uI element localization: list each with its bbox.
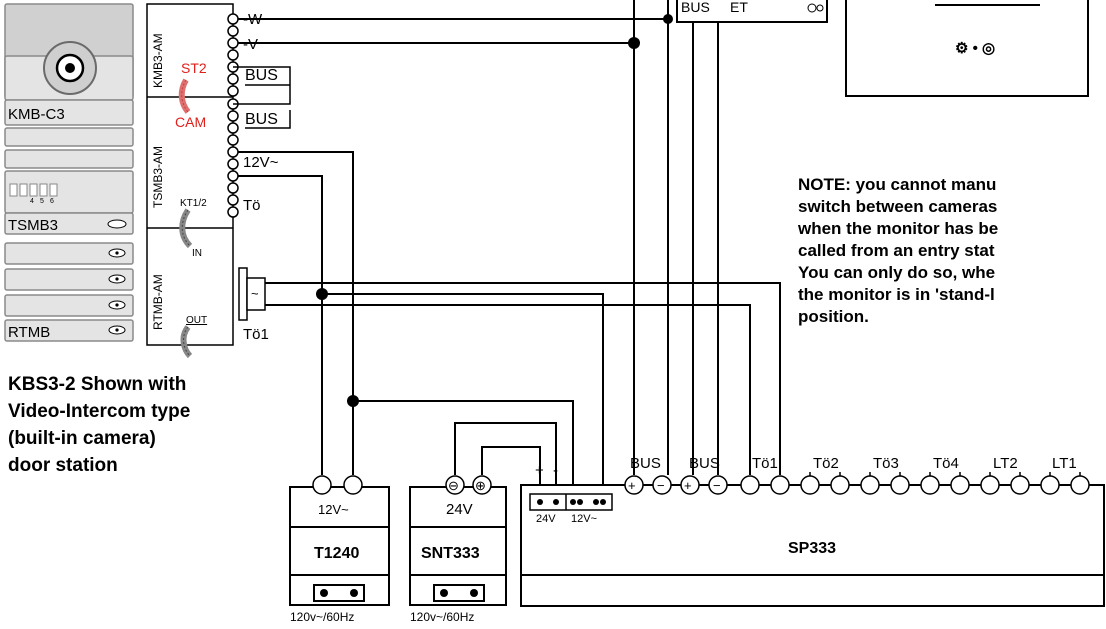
wires bbox=[238, 0, 781, 502]
relay-contact-icon bbox=[238, 267, 266, 321]
svg-text:−: − bbox=[657, 478, 665, 493]
kmb-module-label: KMB3-AM bbox=[151, 33, 165, 88]
caption-line-1: KBS3-2 Shown with bbox=[8, 374, 186, 395]
bell-button-icons bbox=[108, 248, 126, 335]
sp333-terminal-to2: Tö2 bbox=[813, 455, 839, 472]
rtmb-module-label: RTMB bbox=[8, 324, 50, 341]
caption-line-4: door station bbox=[8, 455, 118, 476]
sp333-12v-label: 12V~ bbox=[571, 513, 597, 525]
strip-terminals bbox=[227, 13, 239, 218]
sp333-terminal-to1: Tö1 bbox=[752, 455, 778, 472]
t1240-input-label: 120v~/60Hz bbox=[290, 610, 354, 624]
ribbon-connector-red-icon bbox=[178, 78, 191, 114]
sp333-terminal-to3: Tö3 bbox=[873, 455, 899, 472]
camera-module-label: KMB-C3 bbox=[8, 106, 65, 123]
rtmb-am-label: RTMB-AM bbox=[151, 274, 165, 330]
kt-label: KT1/2 bbox=[180, 198, 207, 209]
sp333-name: SP333 bbox=[788, 540, 836, 557]
monitor-et-label: ET bbox=[730, 0, 748, 15]
terminal-v-label: -V bbox=[243, 36, 258, 53]
button-icon bbox=[107, 219, 127, 229]
sp333-terminal-to4: Tö4 bbox=[933, 455, 959, 472]
svg-text:+: + bbox=[684, 478, 692, 493]
snt333-input-label: 120v~/60Hz bbox=[410, 610, 474, 624]
note-line-4: called from an entry stat bbox=[798, 241, 995, 260]
terminal-12v-label: 12V~ bbox=[243, 154, 279, 171]
cam-label: CAM bbox=[175, 114, 206, 130]
note-line-6: the monitor is in 'stand-l bbox=[798, 285, 995, 304]
note-block: NOTE: you cannot manu switch between cam… bbox=[797, 175, 998, 326]
terminal-bus1-label: BUS bbox=[245, 67, 278, 84]
note-line-2: switch between cameras bbox=[798, 197, 997, 216]
sp333-terminal-bus-a: BUS bbox=[630, 455, 661, 472]
out-label: OUT bbox=[186, 315, 207, 326]
monitor: BUS ET ⚙ • ◎ bbox=[676, 0, 1089, 97]
snt333-output-label: 24V bbox=[446, 501, 473, 518]
sp333-terminal-lt1: LT1 bbox=[1052, 455, 1077, 472]
sp333-terminals bbox=[624, 475, 1090, 495]
sp333-polarity-icons: + − + − bbox=[628, 478, 721, 493]
snt333-minus-icon: ⊖ bbox=[448, 478, 459, 493]
sp333-label-ticks bbox=[809, 472, 1081, 476]
caption: KBS3-2 Shown with Video-Intercom type (b… bbox=[8, 374, 190, 476]
sp333-power-unit: + - 24V 12V~ SP333 + − + − BUS bbox=[520, 455, 1105, 607]
caption-line-3: (built-in camera) bbox=[8, 428, 156, 449]
terminal-to1-label: Tö1 bbox=[243, 326, 269, 343]
t1240-output-label: 12V~ bbox=[318, 502, 349, 517]
sp333-terminal-bus-b: BUS bbox=[689, 455, 720, 472]
snt333-name: SNT333 bbox=[421, 545, 480, 562]
note-line-7: position. bbox=[798, 307, 869, 326]
dip-label-4: 4 bbox=[30, 198, 34, 205]
dip-switch-icon bbox=[9, 183, 58, 197]
note-line-5: You can only do so, whe bbox=[798, 263, 995, 282]
sp333-terminal-lt2: LT2 bbox=[993, 455, 1018, 472]
ribbon-connector-kt-icon bbox=[179, 208, 193, 249]
ribbon-connector-out-icon bbox=[180, 325, 193, 359]
sp333-minus-label: - bbox=[553, 462, 558, 479]
sp333-terminal-block-icon bbox=[537, 499, 606, 505]
dip-label-6: 6 bbox=[50, 198, 54, 205]
snt333-power-supply: ⊖ ⊕ 24V SNT333 120v~/60Hz bbox=[409, 475, 507, 624]
st2-label: ST2 bbox=[181, 60, 207, 76]
in-label: IN bbox=[192, 248, 202, 259]
sp333-plus-label: + bbox=[535, 462, 544, 479]
monitor-bus-label: BUS bbox=[681, 0, 710, 15]
monitor-controls-icon: ⚙ • ◎ bbox=[955, 40, 995, 57]
relay-tilde-label: ~ bbox=[251, 286, 259, 301]
snt333-plus-icon: ⊕ bbox=[475, 478, 486, 493]
module-strip: KMB3-AM TSMB3-AM RTMB-AM ST2 CAM KT1/2 I… bbox=[146, 3, 291, 359]
door-station: KMB-C3 4 5 6 TSMB3 RTMB bbox=[4, 3, 134, 342]
t1240-transformer: 12V~ T1240 120v~/60Hz bbox=[289, 475, 390, 624]
t1240-name: T1240 bbox=[314, 545, 359, 562]
caption-line-2: Video-Intercom type bbox=[8, 401, 190, 422]
tsmb-module-label: TSMB3 bbox=[8, 217, 58, 234]
plug-icon bbox=[313, 584, 365, 602]
terminal-bus2-label: BUS bbox=[245, 111, 278, 128]
svg-text:−: − bbox=[713, 478, 721, 493]
note-line-3: when the monitor has be bbox=[797, 219, 998, 238]
sp333-24v-label: 24V bbox=[536, 513, 556, 525]
plug-icon bbox=[433, 584, 485, 602]
svg-text:+: + bbox=[628, 478, 636, 493]
note-line-1: NOTE: you cannot manu bbox=[798, 175, 996, 194]
tsmb-am-label: TSMB3-AM bbox=[151, 146, 165, 208]
dip-label-5: 5 bbox=[40, 198, 44, 205]
terminal-to-label: Tö bbox=[243, 197, 261, 214]
camera-lens-icon bbox=[43, 41, 97, 95]
